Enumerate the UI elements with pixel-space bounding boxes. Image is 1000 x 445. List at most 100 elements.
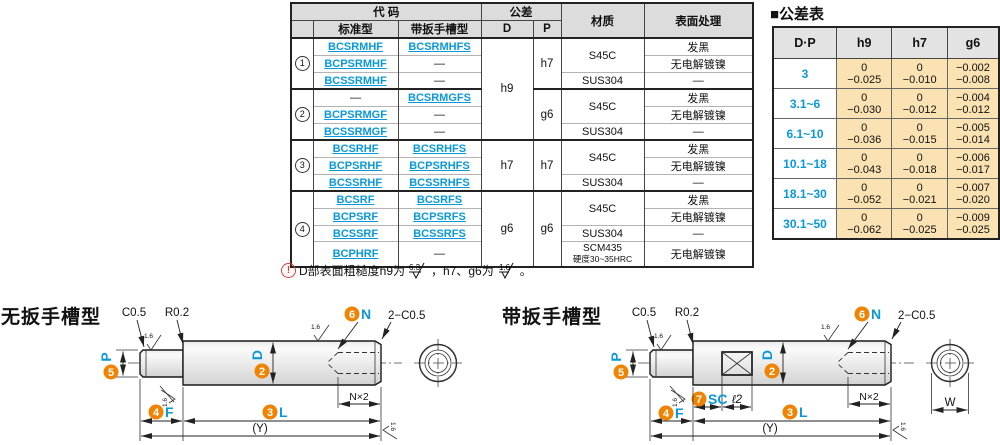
- table-row: BCPSRF BCPSRFS 无电解镀镍: [291, 208, 754, 226]
- code-link[interactable]: BCPSRFS: [397, 208, 482, 226]
- end-chamfer-label: 2−C0.5: [898, 310, 935, 322]
- code-link[interactable]: BCSRF: [312, 190, 399, 209]
- tol-header-h7: h7: [891, 26, 948, 59]
- chamfer-label: C0.5: [122, 307, 146, 319]
- surface-roughness-note: ! D部表面粗糙度h9为 6.3 ，h7、g6为 1.6 。: [281, 262, 532, 279]
- dimension-nx2: N×2: [337, 377, 380, 408]
- svg-text:4: 4: [153, 407, 160, 419]
- svg-text:N: N: [871, 306, 881, 322]
- surface-cell: 发黑: [643, 37, 754, 56]
- col-header-material: 材质: [560, 2, 645, 39]
- table-row: 3 BCSRHF BCSRHFS h7 h7 S45C 发黑: [290, 139, 754, 191]
- code-link[interactable]: BCSRHFS: [397, 139, 482, 158]
- code-link[interactable]: BCPSRMHF: [312, 55, 399, 73]
- code-link[interactable]: BCSSRMHF: [312, 72, 399, 89]
- material-cell: SUS304: [560, 72, 645, 89]
- svg-text:3: 3: [267, 407, 273, 419]
- svg-text:SC: SC: [708, 391, 727, 407]
- material-cell: SUS304: [560, 225, 645, 242]
- code-link[interactable]: BCPSRF: [312, 208, 399, 226]
- note-text: D部表面粗糙度h9为: [299, 264, 406, 278]
- col-header-code: 代 码: [290, 2, 482, 21]
- surface-cell: —: [643, 225, 754, 242]
- svg-text:3: 3: [787, 407, 793, 419]
- svg-text:N×2: N×2: [349, 391, 369, 403]
- surface-cell: 发黑: [643, 88, 754, 107]
- tolerance-d: h9: [480, 37, 534, 140]
- svg-text:1.6: 1.6: [899, 422, 906, 431]
- end-view: [414, 339, 462, 387]
- code-link[interactable]: BCSRMHFS: [397, 37, 482, 56]
- code-link[interactable]: BCSSRF: [312, 225, 399, 242]
- dimension-f: 4 F: [139, 379, 184, 441]
- dp-range: 3: [772, 58, 837, 89]
- svg-text:1.6: 1.6: [672, 398, 679, 407]
- dp-range: 30.1~50: [772, 208, 837, 240]
- code-link[interactable]: BCSSRHFS: [397, 174, 482, 191]
- table-row: 3.1~6 0−0.030 0−0.012 −0.004−0.012: [772, 88, 1000, 119]
- dimension-l: 3 L: [184, 387, 382, 441]
- roughness-symbol: 1.6: [654, 333, 672, 351]
- tol-header-h9: h9: [835, 26, 893, 59]
- code-link[interactable]: BCSSRMGF: [312, 123, 399, 140]
- code-link[interactable]: BCSRMHF: [312, 37, 399, 56]
- roughness-symbol: 1.6: [160, 389, 176, 407]
- table-row: 18.1~30 0−0.052 0−0.021 −0.007−0.020: [772, 178, 1000, 209]
- svg-text:7: 7: [696, 394, 702, 406]
- table-row: BCSSRHF BCSSRHFS SUS304 —: [291, 174, 754, 191]
- dp-range: 18.1~30: [772, 178, 837, 209]
- tolerance-p: g6: [532, 88, 562, 140]
- dimension-l: 3 L: [694, 387, 892, 441]
- table-row: BCSSRMHF — SUS304 —: [291, 72, 754, 89]
- svg-text:1.6: 1.6: [389, 422, 396, 431]
- svg-text:6: 6: [859, 309, 865, 321]
- roughness-symbol: 1.6: [311, 324, 330, 342]
- surface-cell: 发黑: [643, 190, 754, 209]
- group-number: 3: [294, 158, 310, 173]
- surface-cell: 无电解镀镍: [643, 157, 754, 175]
- code-link[interactable]: BCSRHF: [312, 139, 399, 158]
- roughness-symbol: 1.6: [670, 389, 686, 407]
- roughness-symbol: 1.6: [892, 422, 908, 440]
- col-header-standard: 标准型: [312, 20, 399, 39]
- shaft-body: [182, 340, 382, 386]
- code-table: 代 码 公差 材质 表面处理 标准型 带扳手槽型 D P 1 BCSRMHF B…: [290, 2, 754, 268]
- thread-callout: 6 N: [847, 306, 881, 350]
- material-cell: S45C: [560, 190, 645, 226]
- surface-cell: —: [643, 174, 754, 191]
- roughness-symbol: 1.6: [144, 333, 162, 351]
- dimension-y: (Y): [651, 423, 890, 439]
- code-link[interactable]: BCPSRHF: [312, 157, 399, 175]
- table-row: 3 0−0.025 0−0.010 −0.002−0.008: [772, 58, 1000, 89]
- code-link[interactable]: BCSSRFS: [397, 225, 482, 242]
- code-link[interactable]: BCSRMGFS: [397, 88, 482, 107]
- roughness-symbol: 1.6: [498, 262, 514, 279]
- table-row: BCPSRMHF — 无电解镀镍: [291, 55, 754, 73]
- tol-header-dp: D·P: [772, 26, 837, 59]
- svg-text:6: 6: [349, 309, 355, 321]
- svg-text:1.6: 1.6: [162, 398, 169, 407]
- col-header-d: D: [480, 20, 534, 39]
- code-link[interactable]: BCSSRHF: [312, 174, 399, 191]
- group-number: 4: [294, 221, 310, 237]
- svg-text:2: 2: [769, 366, 775, 378]
- code-link[interactable]: BCSRFS: [397, 190, 482, 209]
- svg-text:F: F: [675, 405, 684, 421]
- tolerance-p: h7: [532, 37, 562, 89]
- dimension-d: D 2: [759, 342, 786, 384]
- end-chamfer-label: 2−C0.5: [388, 310, 425, 322]
- surface-cell: 发黑: [643, 139, 754, 158]
- svg-text:2: 2: [259, 366, 265, 378]
- col-header-p: P: [532, 20, 562, 39]
- fillet-label: R0.2: [675, 307, 699, 319]
- table-row: 10.1~18 0−0.043 0−0.018 −0.006−0.017: [772, 148, 1000, 179]
- group-number: 2: [294, 107, 310, 122]
- tolerance-p: h7: [532, 139, 562, 191]
- code-link[interactable]: BCPSRHFS: [397, 157, 482, 175]
- tolerance-d: h7: [480, 139, 534, 191]
- surface-cell: —: [643, 123, 754, 140]
- warning-icon: !: [281, 263, 296, 278]
- table-row: 4 BCSRF BCSRFS g6 g6 S45C 发黑: [290, 190, 754, 267]
- code-link[interactable]: BCPSRMGF: [312, 106, 399, 124]
- left-drawing: C0.5 R0.2 2−C0.5 1.6 1.6 1.6 1.6 P 5 D 2: [100, 306, 462, 441]
